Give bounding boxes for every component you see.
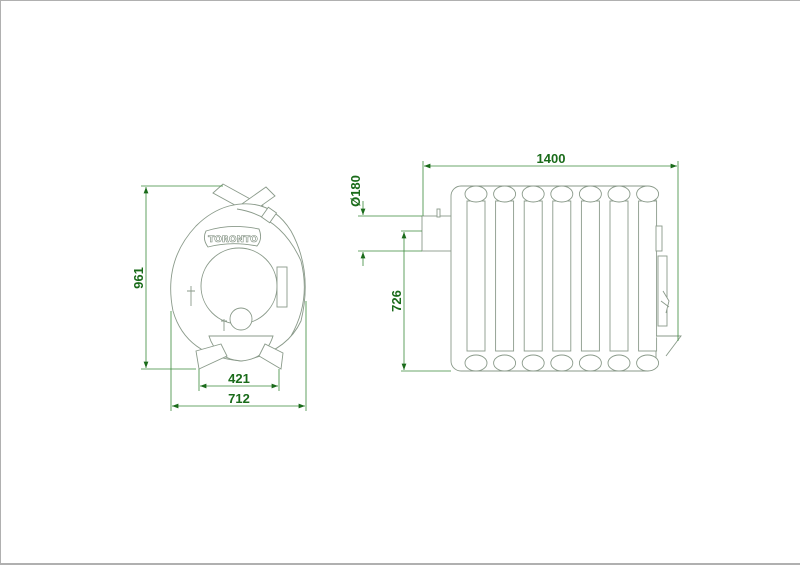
tube (523, 200, 543, 352)
tube-end (464, 185, 488, 203)
tube-end (464, 354, 488, 372)
dim-length: 1400 (422, 151, 679, 341)
tube (580, 200, 600, 352)
svg-text:726: 726 (389, 290, 404, 312)
svg-text:712: 712 (228, 391, 250, 406)
tube (495, 200, 515, 352)
dim-flue: Ø180 (348, 175, 422, 266)
tube-end (578, 185, 602, 203)
dim-width: 712 (170, 301, 307, 411)
tube (609, 200, 629, 352)
dim-base: 421 (198, 369, 280, 391)
logo-text: TORONTO (208, 235, 258, 245)
tube (552, 200, 572, 352)
ash-door (229, 307, 253, 331)
tube-end (636, 185, 660, 203)
dim-flue-height: 726 (389, 230, 451, 372)
tube-end (578, 354, 602, 372)
svg-text:421: 421 (228, 371, 250, 386)
tube-end (493, 185, 517, 203)
tube-end (521, 185, 545, 203)
tube-end (521, 354, 545, 372)
tube (466, 200, 486, 352)
tube-end (550, 354, 574, 372)
svg-text:Ø180: Ø180 (348, 175, 363, 207)
svg-text:961: 961 (131, 267, 146, 289)
side-view: 1400 Ø180 726 (348, 151, 682, 372)
tube (638, 200, 658, 352)
tube-end (550, 185, 574, 203)
tube-end (607, 185, 631, 203)
flue-pipe (421, 215, 453, 252)
svg-text:1400: 1400 (537, 151, 566, 166)
tube-end (607, 354, 631, 372)
tube-end (636, 354, 660, 372)
logo-plate (203, 226, 262, 248)
dim-height: 961 (131, 185, 223, 370)
tube-end (493, 354, 517, 372)
front-view: TORONTO 961 421 712 (131, 183, 307, 411)
